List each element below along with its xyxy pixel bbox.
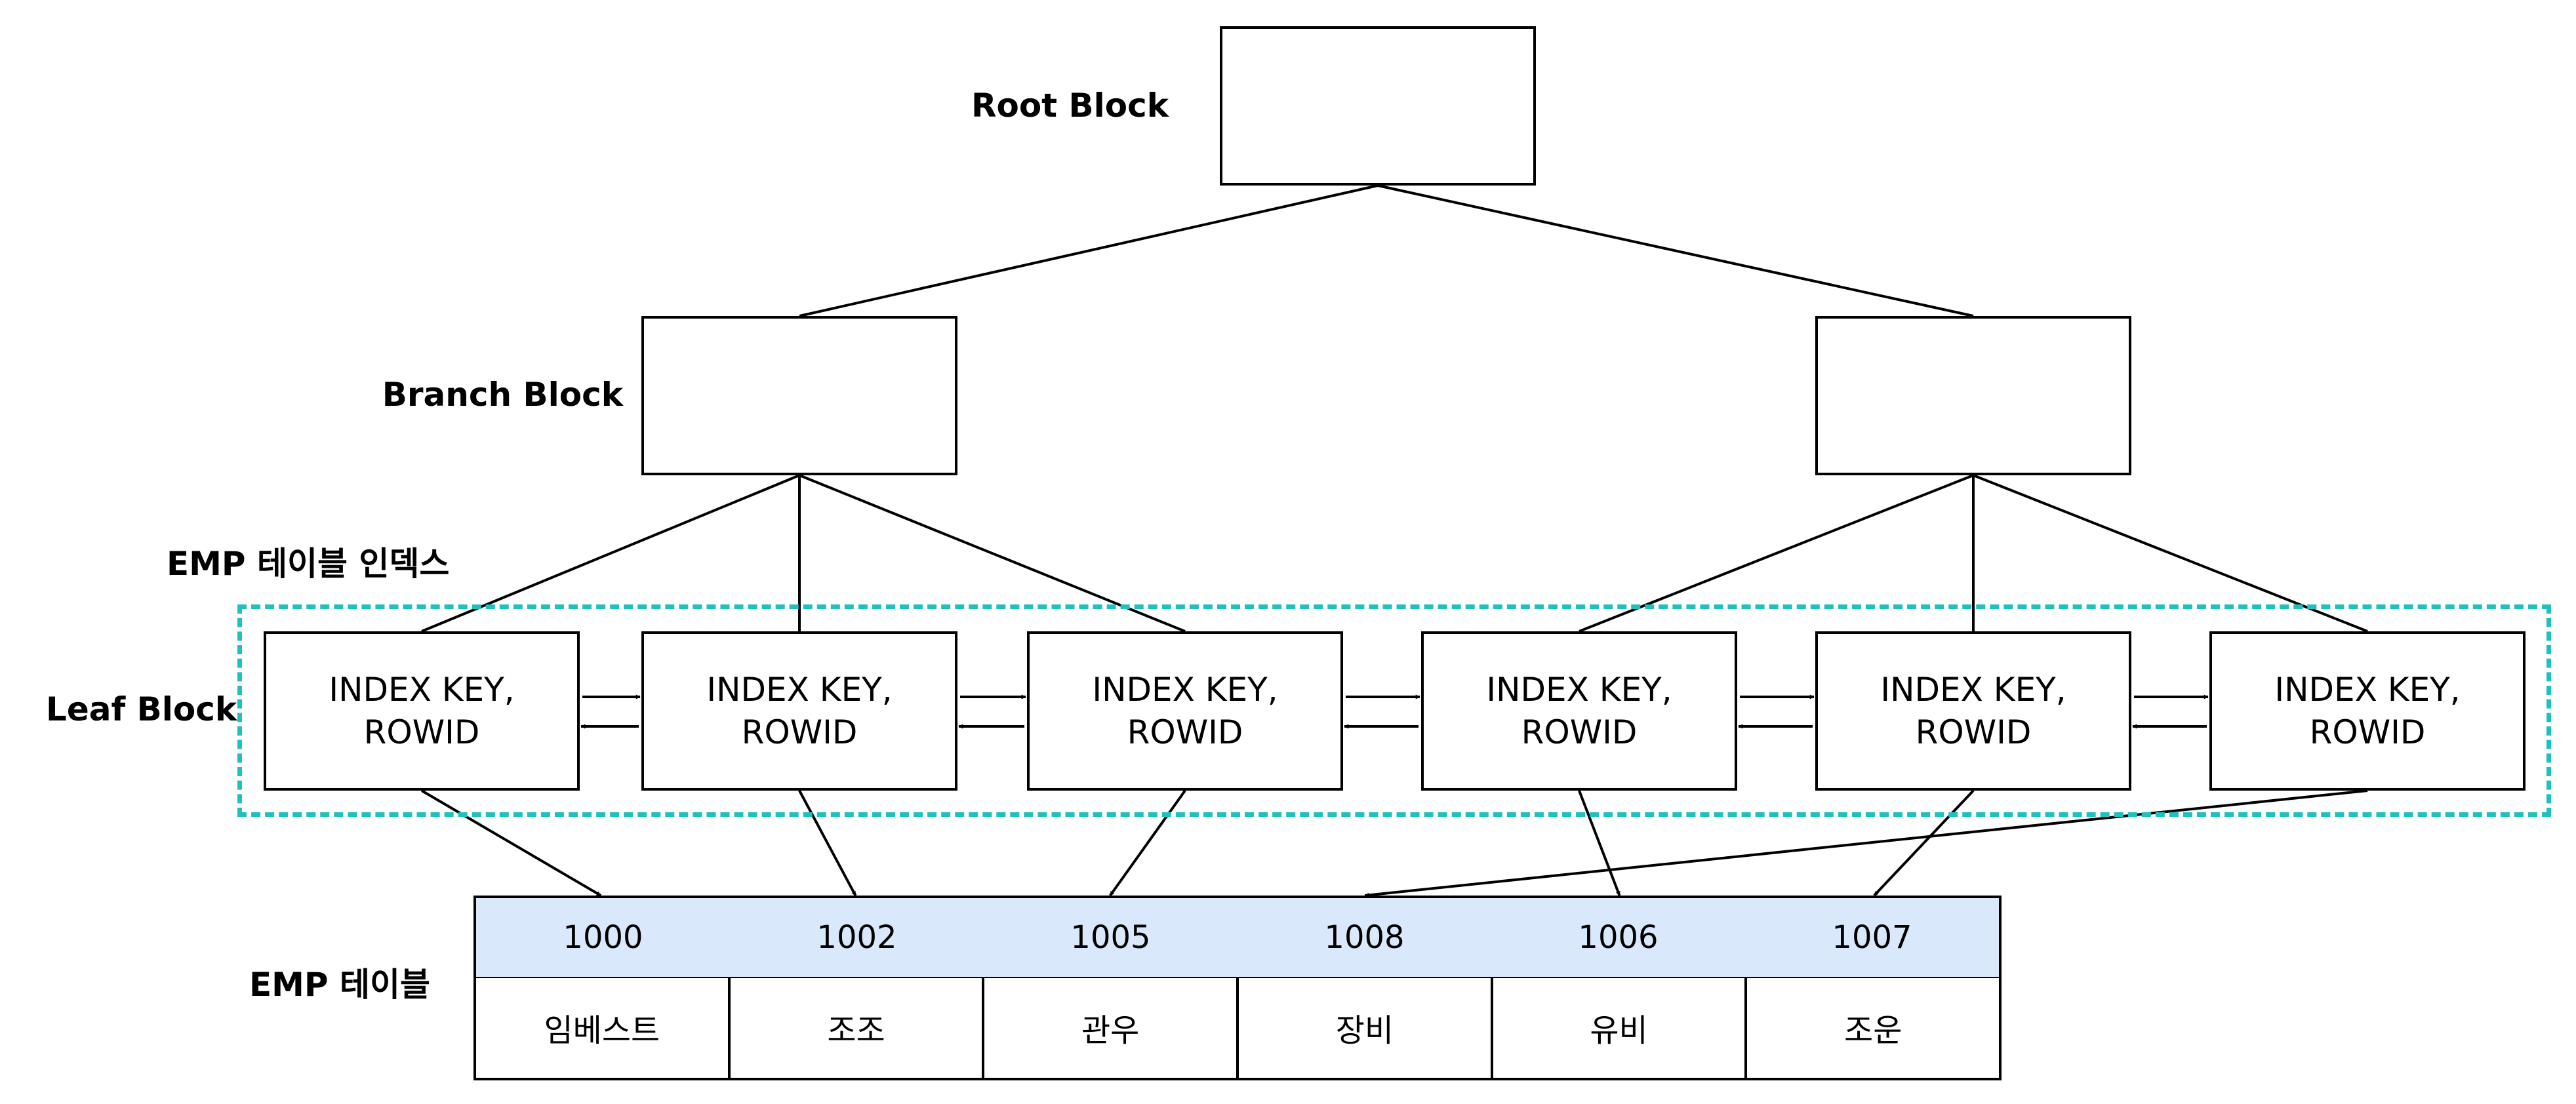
leaf-rowid-text: ROWID [1127, 713, 1243, 751]
emp-id-cell: 1008 [1324, 919, 1405, 956]
emp-id-row: 1000 1002 1005 1008 1006 1007 [476, 898, 1999, 978]
emp-name-cell: 임베스트 [544, 1012, 660, 1049]
emp-name-cell: 조조 [727, 977, 982, 1078]
index-group-label: EMP 테이블 인덱스 [167, 545, 450, 583]
rowid-pointer-arrow [1109, 789, 1186, 897]
emp-name-cell: 조운 [1744, 977, 1999, 1078]
leaf-block: INDEX KEY, ROWID [264, 631, 580, 791]
emp-id-cell: 1006 [1578, 919, 1659, 956]
leaf-block: INDEX KEY, ROWID [1815, 631, 2131, 791]
emp-name-cell: 장비 [1236, 977, 1491, 1078]
rowid-pointer-arrow [1364, 789, 2368, 897]
branch-block-label: Branch Block [382, 376, 623, 414]
emp-table-label: EMP 테이블 [249, 966, 430, 1004]
leaf-key-text: INDEX KEY, [1486, 670, 1672, 709]
leaf-block: INDEX KEY, ROWID [1421, 631, 1737, 791]
root-branch-edge [1377, 184, 1974, 317]
leaf-key-text: INDEX KEY, [329, 670, 515, 709]
emp-id-cell: 1000 [563, 919, 643, 956]
rowid-pointer-arrow [1578, 790, 1621, 896]
leaf-rowid-text: ROWID [741, 713, 858, 751]
rowid-pointer-arrow [798, 790, 857, 896]
leaf-block-label: Leaf Block [46, 690, 237, 728]
root-branch-edge [799, 184, 1379, 317]
leaf-key-text: INDEX KEY, [1880, 670, 2066, 709]
emp-id-cell: 1007 [1832, 919, 1912, 956]
branch-block-right [1815, 316, 2131, 475]
leaf-block: INDEX KEY, ROWID [2209, 631, 2526, 791]
emp-index-group [237, 604, 2551, 817]
branch-block-left [641, 316, 957, 475]
emp-name-cell: 관우 [982, 977, 1236, 1078]
root-block-label: Root Block [971, 87, 1169, 125]
leaf-rowid-text: ROWID [2309, 713, 2426, 751]
emp-name-row: 임베스트 조조 관우 장비 유비 조운 [476, 977, 1999, 1078]
emp-id-cell: 1002 [816, 919, 897, 956]
leaf-rowid-text: ROWID [1915, 713, 2032, 751]
leaf-key-text: INDEX KEY, [706, 670, 893, 709]
rowid-pointer-arrow [1873, 789, 1975, 897]
leaf-key-text: INDEX KEY, [1092, 670, 1278, 709]
leaf-key-text: INDEX KEY, [2274, 670, 2461, 709]
leaf-rowid-text: ROWID [1521, 713, 1638, 751]
emp-id-cell: 1005 [1070, 919, 1151, 956]
leaf-block: INDEX KEY, ROWID [641, 631, 957, 791]
rowid-pointer-arrow [420, 789, 602, 897]
root-block [1220, 26, 1536, 186]
leaf-rowid-text: ROWID [363, 713, 480, 751]
emp-table: 1000 1002 1005 1008 1006 1007 임베스트 조조 관우… [473, 896, 2002, 1080]
emp-name-cell: 유비 [1490, 977, 1745, 1078]
leaf-block: INDEX KEY, ROWID [1027, 631, 1343, 791]
